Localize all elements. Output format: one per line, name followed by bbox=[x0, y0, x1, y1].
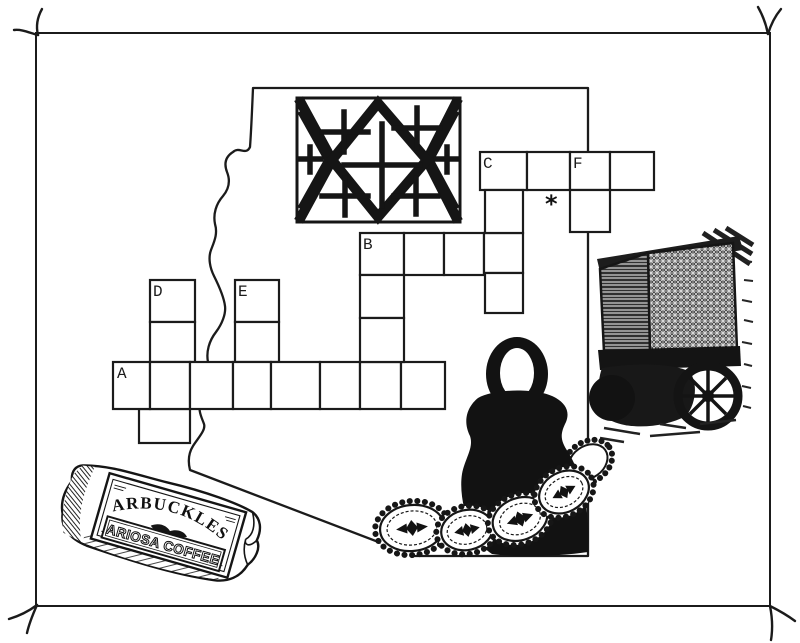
crossword-cell bbox=[358, 316, 406, 364]
crossword-cell bbox=[525, 150, 572, 192]
wagon-right-wheel bbox=[673, 361, 743, 431]
crossword-cell bbox=[608, 150, 656, 192]
crossword-cell bbox=[269, 360, 322, 411]
frame-corner-whiskers bbox=[7, 5, 797, 642]
crossword-cell bbox=[483, 188, 525, 235]
crossword-cell bbox=[482, 231, 525, 275]
crossword-cell bbox=[483, 271, 525, 315]
crossword-cell bbox=[358, 273, 406, 320]
coffee-bag-left-shading bbox=[62, 465, 95, 543]
crossword-cell bbox=[137, 407, 192, 445]
entry-label-F: F bbox=[573, 155, 583, 173]
wagon-left-wheel bbox=[589, 375, 635, 421]
coffee-banner-inner bbox=[104, 519, 222, 568]
crossword-cell bbox=[111, 360, 152, 411]
rug-thin-stripes bbox=[297, 111, 460, 209]
page-frame bbox=[7, 5, 797, 642]
vase-handle-hole bbox=[500, 348, 534, 398]
crossword-cell bbox=[231, 360, 273, 411]
wagon-side-slats bbox=[598, 251, 652, 358]
wagon-ground-strokes bbox=[599, 418, 737, 444]
crossword-cell bbox=[188, 360, 235, 411]
crossword-cell bbox=[442, 231, 486, 277]
concho-disc bbox=[372, 497, 452, 559]
entry-label-A: A bbox=[117, 365, 127, 383]
coffee-banner bbox=[100, 515, 227, 573]
rug-crosses bbox=[296, 105, 461, 218]
crossword-cell bbox=[233, 320, 281, 364]
crossword-grid bbox=[111, 150, 656, 445]
entry-label-E: E bbox=[238, 283, 248, 301]
entry-labels: A B C D E F * bbox=[117, 155, 583, 383]
crossword-cell bbox=[148, 360, 192, 411]
concho-disc bbox=[433, 502, 501, 558]
crossword-cell bbox=[399, 360, 447, 411]
crossword-cell bbox=[148, 320, 197, 364]
entry-label-C: C bbox=[483, 155, 493, 173]
concho-disc bbox=[531, 463, 597, 521]
entry-label-D: D bbox=[153, 283, 163, 301]
map-outline bbox=[187, 86, 590, 558]
crossword-cell bbox=[402, 231, 446, 277]
wagon-front-lattice bbox=[646, 241, 739, 358]
concho-belt-illustration bbox=[372, 463, 597, 559]
asterisk-marker: * bbox=[545, 190, 558, 218]
wagon-illustration bbox=[589, 225, 755, 444]
entry-label-B: B bbox=[363, 236, 373, 254]
coffee-flying-figure bbox=[150, 524, 188, 538]
crossword-cell bbox=[358, 360, 403, 411]
rug-illustration bbox=[294, 95, 463, 225]
wagon-edge-texture bbox=[741, 259, 754, 409]
crossword-cell bbox=[318, 360, 362, 411]
crossword-cell bbox=[568, 188, 612, 234]
coffee-bag-end-fold bbox=[243, 511, 258, 566]
